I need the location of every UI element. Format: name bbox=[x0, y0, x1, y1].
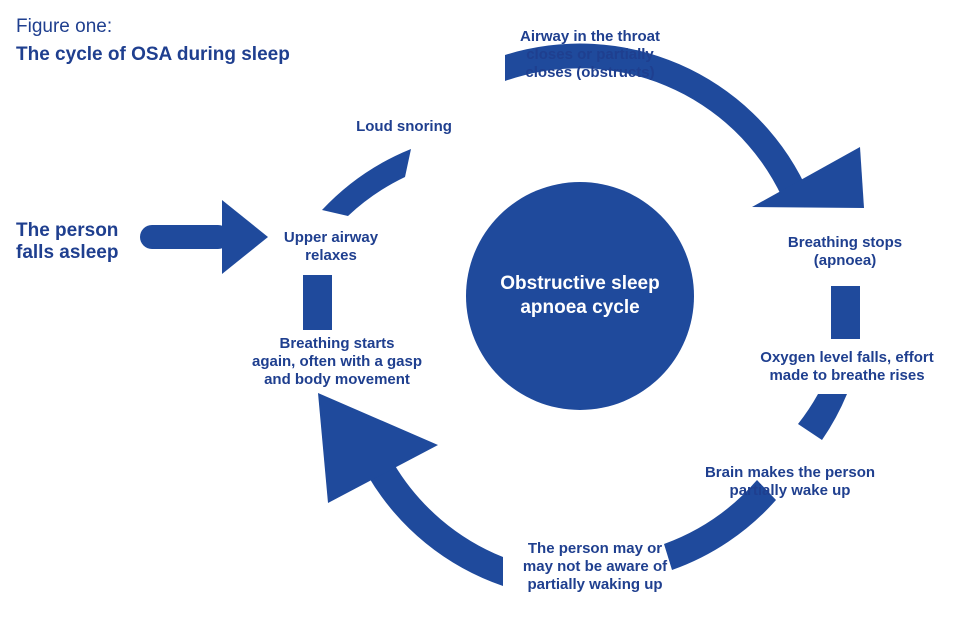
cycle-arc-top-right bbox=[505, 43, 805, 197]
cycle-arc-lower-right bbox=[798, 394, 847, 440]
entry-arrow-shaft bbox=[140, 225, 230, 249]
entry-label: The person falls asleep bbox=[16, 220, 119, 263]
step-upper-airway: Upper airway relaxes bbox=[283, 229, 379, 264]
step-breathing-stops: Breathing stops (apnoea) bbox=[787, 234, 903, 269]
center-label: Obstructive sleep apnoea cycle bbox=[500, 273, 660, 318]
figure-label: Figure one: bbox=[16, 16, 113, 37]
step-loud-snoring: Loud snoring bbox=[356, 118, 452, 135]
center-circle bbox=[466, 182, 694, 410]
step-breathing-starts: Breathing starts again, often with a gas… bbox=[251, 335, 423, 388]
arrowhead-bottom-left bbox=[318, 393, 438, 503]
cycle-segment-left bbox=[303, 275, 332, 330]
arrowhead-top-right bbox=[752, 147, 864, 208]
cycle-arc-bottom-left bbox=[368, 464, 503, 586]
step-airway-closes: Airway in the throat closes or partially… bbox=[519, 28, 661, 81]
cycle-arc-bottom-right bbox=[664, 480, 776, 570]
cycle-arc-upper-left bbox=[322, 149, 411, 216]
cycle-segment-right bbox=[831, 286, 860, 339]
figure-title: The cycle of OSA during sleep bbox=[16, 44, 290, 65]
step-may-not-be-aware: The person may or may not be aware of pa… bbox=[522, 540, 668, 593]
step-oxygen-falls: Oxygen level falls, effort made to breat… bbox=[760, 349, 934, 384]
step-brain-wakes: Brain makes the person partially wake up bbox=[704, 464, 876, 499]
entry-arrowhead bbox=[222, 200, 268, 274]
